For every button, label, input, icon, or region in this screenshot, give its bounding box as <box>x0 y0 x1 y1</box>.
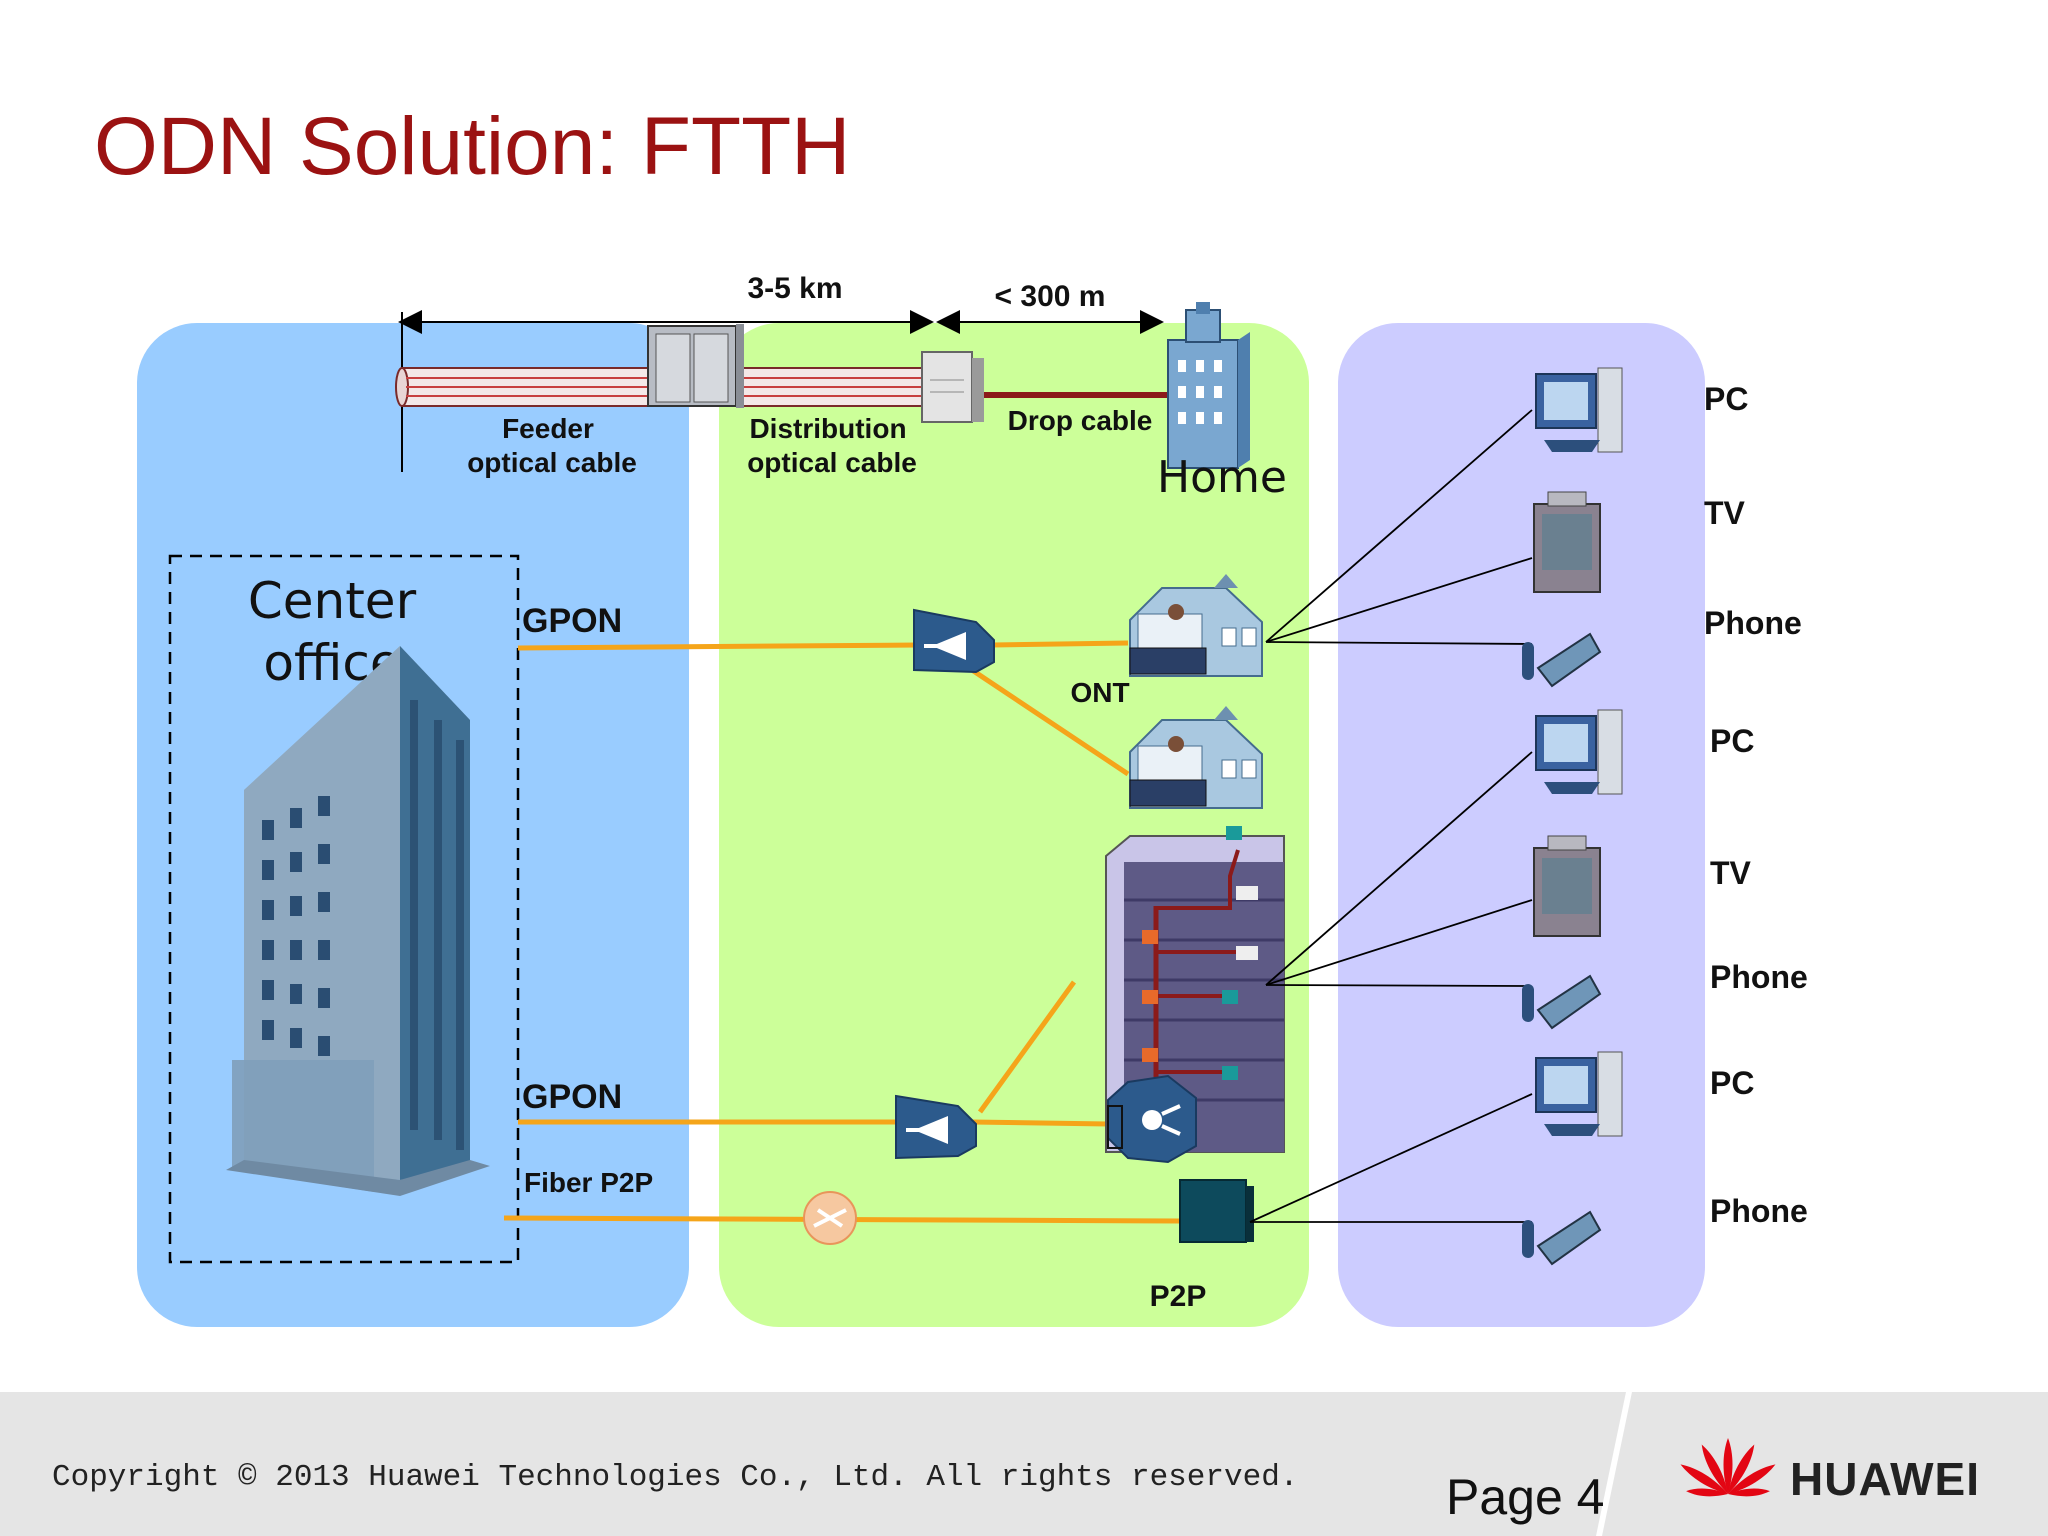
huawei-logo-icon <box>1680 1438 1776 1497</box>
distribution-cable-label-2: optical cable <box>747 447 917 478</box>
phone-icon <box>1522 632 1602 688</box>
device-label: PC <box>1710 1065 1754 1101</box>
cabinet-icon <box>647 324 744 408</box>
device-label: Phone <box>1704 605 1802 641</box>
drop-cable-label: Drop cable <box>1008 405 1153 436</box>
gpon-feeder-line-top <box>517 642 919 651</box>
pc-icon <box>1535 1051 1623 1137</box>
pc-icon <box>1535 709 1623 795</box>
mdu-building-icon <box>1105 826 1285 1153</box>
device-label: Phone <box>1710 959 1808 995</box>
device-label: TV <box>1704 495 1746 531</box>
feeder-cable-label-2: optical cable <box>467 447 637 478</box>
tv-icon <box>1533 491 1601 593</box>
phone-icon <box>1522 1210 1602 1266</box>
splitter-icon <box>895 1094 977 1160</box>
fiber-p2p-label: Fiber P2P <box>524 1167 653 1198</box>
gpon-drop-line-ont2 <box>964 663 1130 777</box>
gpon-drop-line-riser <box>977 980 1077 1114</box>
device-label: TV <box>1710 855 1752 891</box>
p2p-connector-icon <box>803 1191 857 1245</box>
footer-divider <box>1596 1392 1632 1536</box>
feeder-distance-label: 3-5 km <box>747 272 842 305</box>
p2p-label: P2P <box>1150 1280 1207 1313</box>
brand-name: HUAWEI <box>1790 1453 1980 1505</box>
device-links <box>1249 409 1533 1223</box>
gpon-bottom-label: GPON <box>522 1078 622 1116</box>
tv-icon <box>1533 835 1601 937</box>
house-icon <box>1129 706 1263 809</box>
footer-bar <box>0 1392 2048 1536</box>
distribution-cable-label-1: Distribution <box>749 413 906 444</box>
house-icon <box>1129 574 1263 677</box>
terminal-box-icon <box>921 351 984 423</box>
device-label: Phone <box>1710 1193 1808 1229</box>
gpon-top-label: GPON <box>522 602 622 640</box>
splitter-icon <box>913 608 995 674</box>
page-number: Page 4 <box>1446 1469 1605 1525</box>
home-label: Home <box>1157 452 1287 503</box>
home-devices-zone <box>1338 323 1705 1327</box>
page-title: ODN Solution: FTTH <box>94 101 851 192</box>
pc-icon <box>1535 367 1623 453</box>
device-label: PC <box>1710 723 1754 759</box>
phone-icon <box>1522 974 1602 1030</box>
feeder-cable-label-1: Feeder <box>502 413 594 444</box>
switch-icon <box>1107 1074 1197 1164</box>
center-office-label-1: Center <box>248 572 417 630</box>
gpon-drop-line-ont1 <box>991 640 1129 648</box>
home-building-icon <box>1167 302 1250 469</box>
p2p-device-icon <box>1179 1179 1254 1243</box>
drop-distance-label: < 300 m <box>995 280 1106 313</box>
center-office-building-icon <box>226 646 490 1196</box>
copyright-text: Copyright © 2013 Huawei Technologies Co.… <box>52 1460 1299 1495</box>
gpon-drop-line-mdu <box>971 1119 1109 1127</box>
ont-label: ONT <box>1070 677 1129 708</box>
device-label: PC <box>1704 381 1748 417</box>
center-office-boundary <box>168 554 520 1264</box>
ftth-diagram: 3-5 km < 300 m Feeder optical cable Dist… <box>137 272 1808 1327</box>
